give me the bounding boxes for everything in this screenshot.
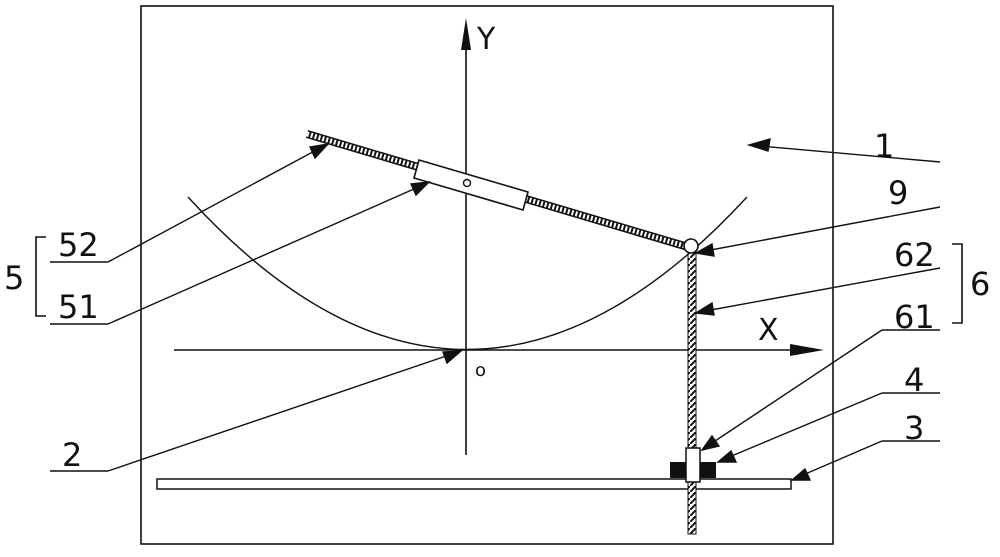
- x-axis-arrow: [790, 344, 824, 356]
- rod-sleeve: [685, 447, 701, 483]
- leader-52-arrow: [308, 142, 330, 160]
- label-6: 6: [970, 265, 990, 303]
- leader-52-diag: [107, 146, 323, 263]
- leader-51-arrow: [409, 181, 431, 197]
- leader-9: [699, 206, 941, 253]
- label-5: 5: [4, 259, 24, 297]
- label-9: 9: [888, 174, 908, 212]
- leader-3-arrow: [790, 467, 812, 481]
- label-62: 62: [894, 236, 935, 274]
- vertical-rod: [687, 251, 697, 535]
- leader-2-arrow: [442, 350, 464, 365]
- label-2: 2: [62, 436, 82, 474]
- support-block-left: [670, 462, 686, 478]
- bracket-5: [35, 236, 46, 317]
- leader-1: [759, 145, 941, 163]
- joint-ball: [683, 238, 699, 254]
- slider-block: [413, 159, 529, 211]
- parabola-curve: [187, 196, 748, 351]
- label-51: 51: [58, 288, 99, 326]
- y-axis-arrow: [461, 18, 471, 50]
- label-1: 1: [874, 127, 894, 165]
- leader-1-arrow: [746, 138, 771, 152]
- bracket-6: [952, 243, 963, 324]
- leader-2-diag: [107, 352, 456, 472]
- leader-9-arrow: [693, 242, 715, 257]
- label-61: 61: [894, 298, 935, 336]
- slider-pin: [462, 178, 472, 188]
- leader-4-arrow: [716, 449, 738, 463]
- leader-51-diag: [107, 184, 424, 325]
- leader-61-diag: [705, 329, 883, 448]
- leader-61-arrow: [700, 434, 721, 452]
- leader-4-diag: [721, 392, 883, 461]
- label-3: 3: [904, 409, 924, 447]
- origin-label: o: [475, 360, 486, 381]
- leader-62-arrow: [693, 301, 715, 316]
- outer-frame: [140, 5, 834, 545]
- leader-3-diag: [795, 440, 883, 479]
- support-block-right: [700, 462, 716, 478]
- label-52: 52: [58, 226, 99, 264]
- x-axis-label: X: [758, 313, 779, 348]
- base-plate: [156, 478, 792, 490]
- y-axis-label: Y: [476, 22, 496, 57]
- leader-62: [699, 267, 941, 313]
- label-4: 4: [904, 361, 924, 399]
